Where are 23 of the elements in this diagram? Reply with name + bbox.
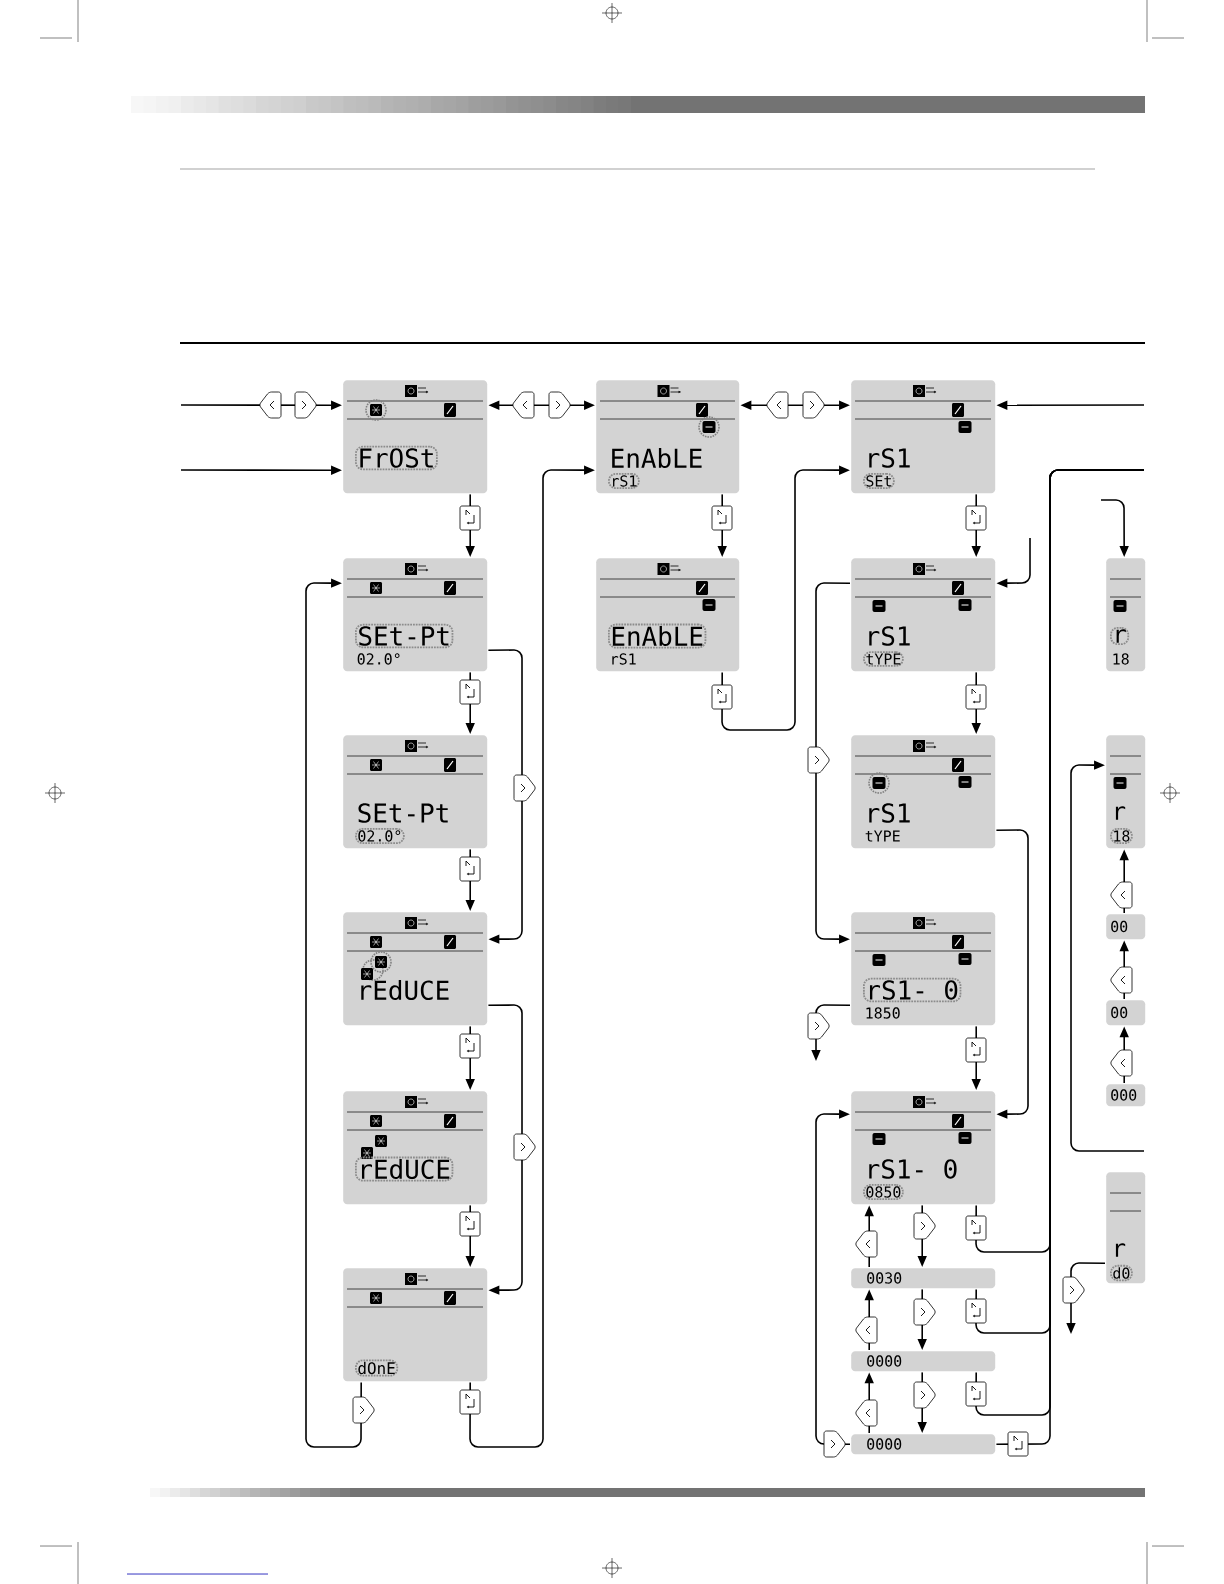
- lcd-screen: EnAbLE rS1: [596, 558, 740, 672]
- lcd-screen: dOnE: [343, 1268, 488, 1382]
- lcd-screen: rS1- 0 1850: [851, 912, 996, 1026]
- lcd-screen: EnAbLE rS1: [596, 380, 740, 494]
- lcd-screen: rS1 SEt: [851, 380, 996, 494]
- lcd-screen: rS1 tYPE: [851, 558, 996, 672]
- lcd-screen: SEt-Pt 02.0°: [343, 558, 488, 672]
- arrow: [487, 1004, 523, 1295]
- lcd-screen: rS1- 0 0850: [851, 1091, 996, 1205]
- lcd-screen: SEt-Pt 02.0°: [343, 735, 488, 849]
- arrow: [815, 582, 851, 944]
- arrow: [995, 829, 1029, 1119]
- lcd-screen: rS1 tYPE: [851, 735, 996, 849]
- lcd-screen: r 18: [1106, 558, 1146, 672]
- arrow: [1070, 760, 1145, 1152]
- lcd-screen: r d0: [1106, 1172, 1146, 1284]
- lcd-screen: rEdUCE: [343, 1091, 488, 1205]
- arrow: [487, 649, 523, 944]
- arrow: [815, 1109, 851, 1445]
- arrow: [305, 578, 362, 1448]
- lcd-screen: rEdUCE: [343, 912, 488, 1026]
- lcd-screen: r 18: [1106, 735, 1146, 849]
- lcd-screen: FrOSt: [343, 380, 488, 494]
